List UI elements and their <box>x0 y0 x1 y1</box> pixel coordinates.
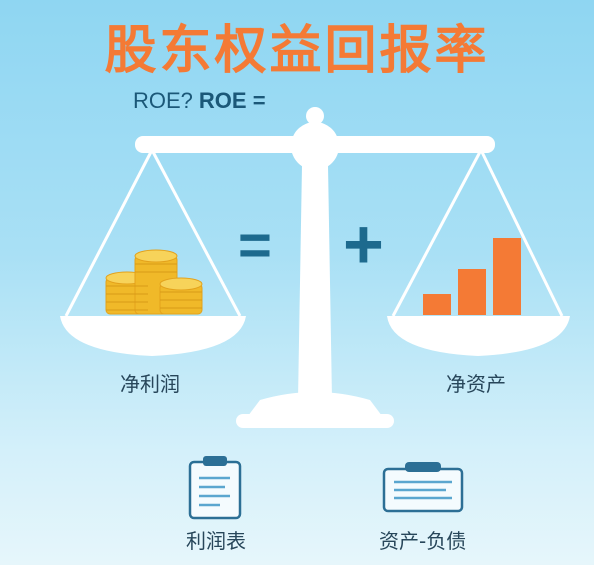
left-pan <box>60 316 246 356</box>
coins-icon <box>105 249 203 315</box>
income-statement-label: 利润表 <box>186 529 246 553</box>
left-pan-strings <box>64 149 242 317</box>
equals-operator: = <box>238 213 272 278</box>
formula-question: ROE? <box>133 88 193 113</box>
clipboard-icon <box>188 456 242 520</box>
scale-base <box>245 392 385 420</box>
net-profit-label: 净利润 <box>120 372 180 396</box>
page-title: 股东权益回报率 <box>104 21 490 81</box>
scale-pillar <box>298 165 332 400</box>
net-assets-label: 净资产 <box>446 372 506 396</box>
scale-pivot <box>291 122 339 170</box>
bar-chart-icon <box>423 238 521 315</box>
scale-knob <box>306 107 324 125</box>
roe-formula: ROE?ROE = <box>133 88 266 114</box>
balance-sheet-label: 资产-负债 <box>379 529 467 553</box>
scale-base-plate <box>236 414 394 428</box>
plus-operator: + <box>343 205 384 283</box>
formula-expression: ROE = <box>198 88 266 113</box>
right-pan-strings <box>391 149 564 317</box>
right-pan <box>387 316 570 356</box>
balance-sheet-icon <box>382 462 464 513</box>
